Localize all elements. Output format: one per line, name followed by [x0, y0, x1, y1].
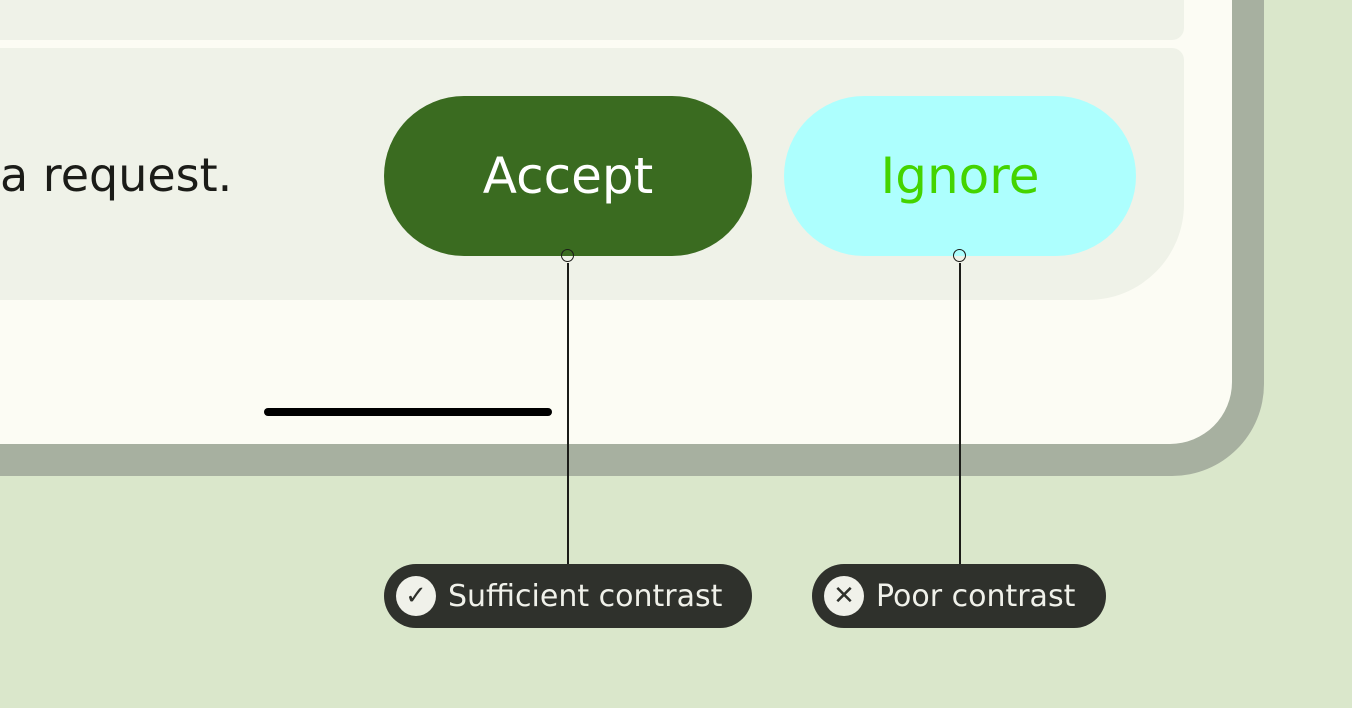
- sufficient-contrast-chip: ✓ Sufficient contrast: [384, 564, 752, 628]
- chip-label: Sufficient contrast: [448, 578, 723, 614]
- annotation-line: [567, 263, 569, 564]
- check-circle-icon: ✓: [396, 576, 436, 616]
- annotation-line: [959, 263, 961, 564]
- previous-card: [0, 0, 1184, 40]
- chip-label: Poor contrast: [876, 578, 1076, 614]
- annotation-anchor: [561, 249, 574, 262]
- ignore-button[interactable]: Ignore: [784, 96, 1136, 256]
- poor-contrast-chip: ✕ Poor contrast: [812, 564, 1106, 628]
- x-circle-icon: ✕: [824, 576, 864, 616]
- annotation-anchor: [953, 249, 966, 262]
- request-message: a request.: [0, 148, 233, 202]
- navigation-handle[interactable]: [264, 408, 552, 416]
- accept-button[interactable]: Accept: [384, 96, 752, 256]
